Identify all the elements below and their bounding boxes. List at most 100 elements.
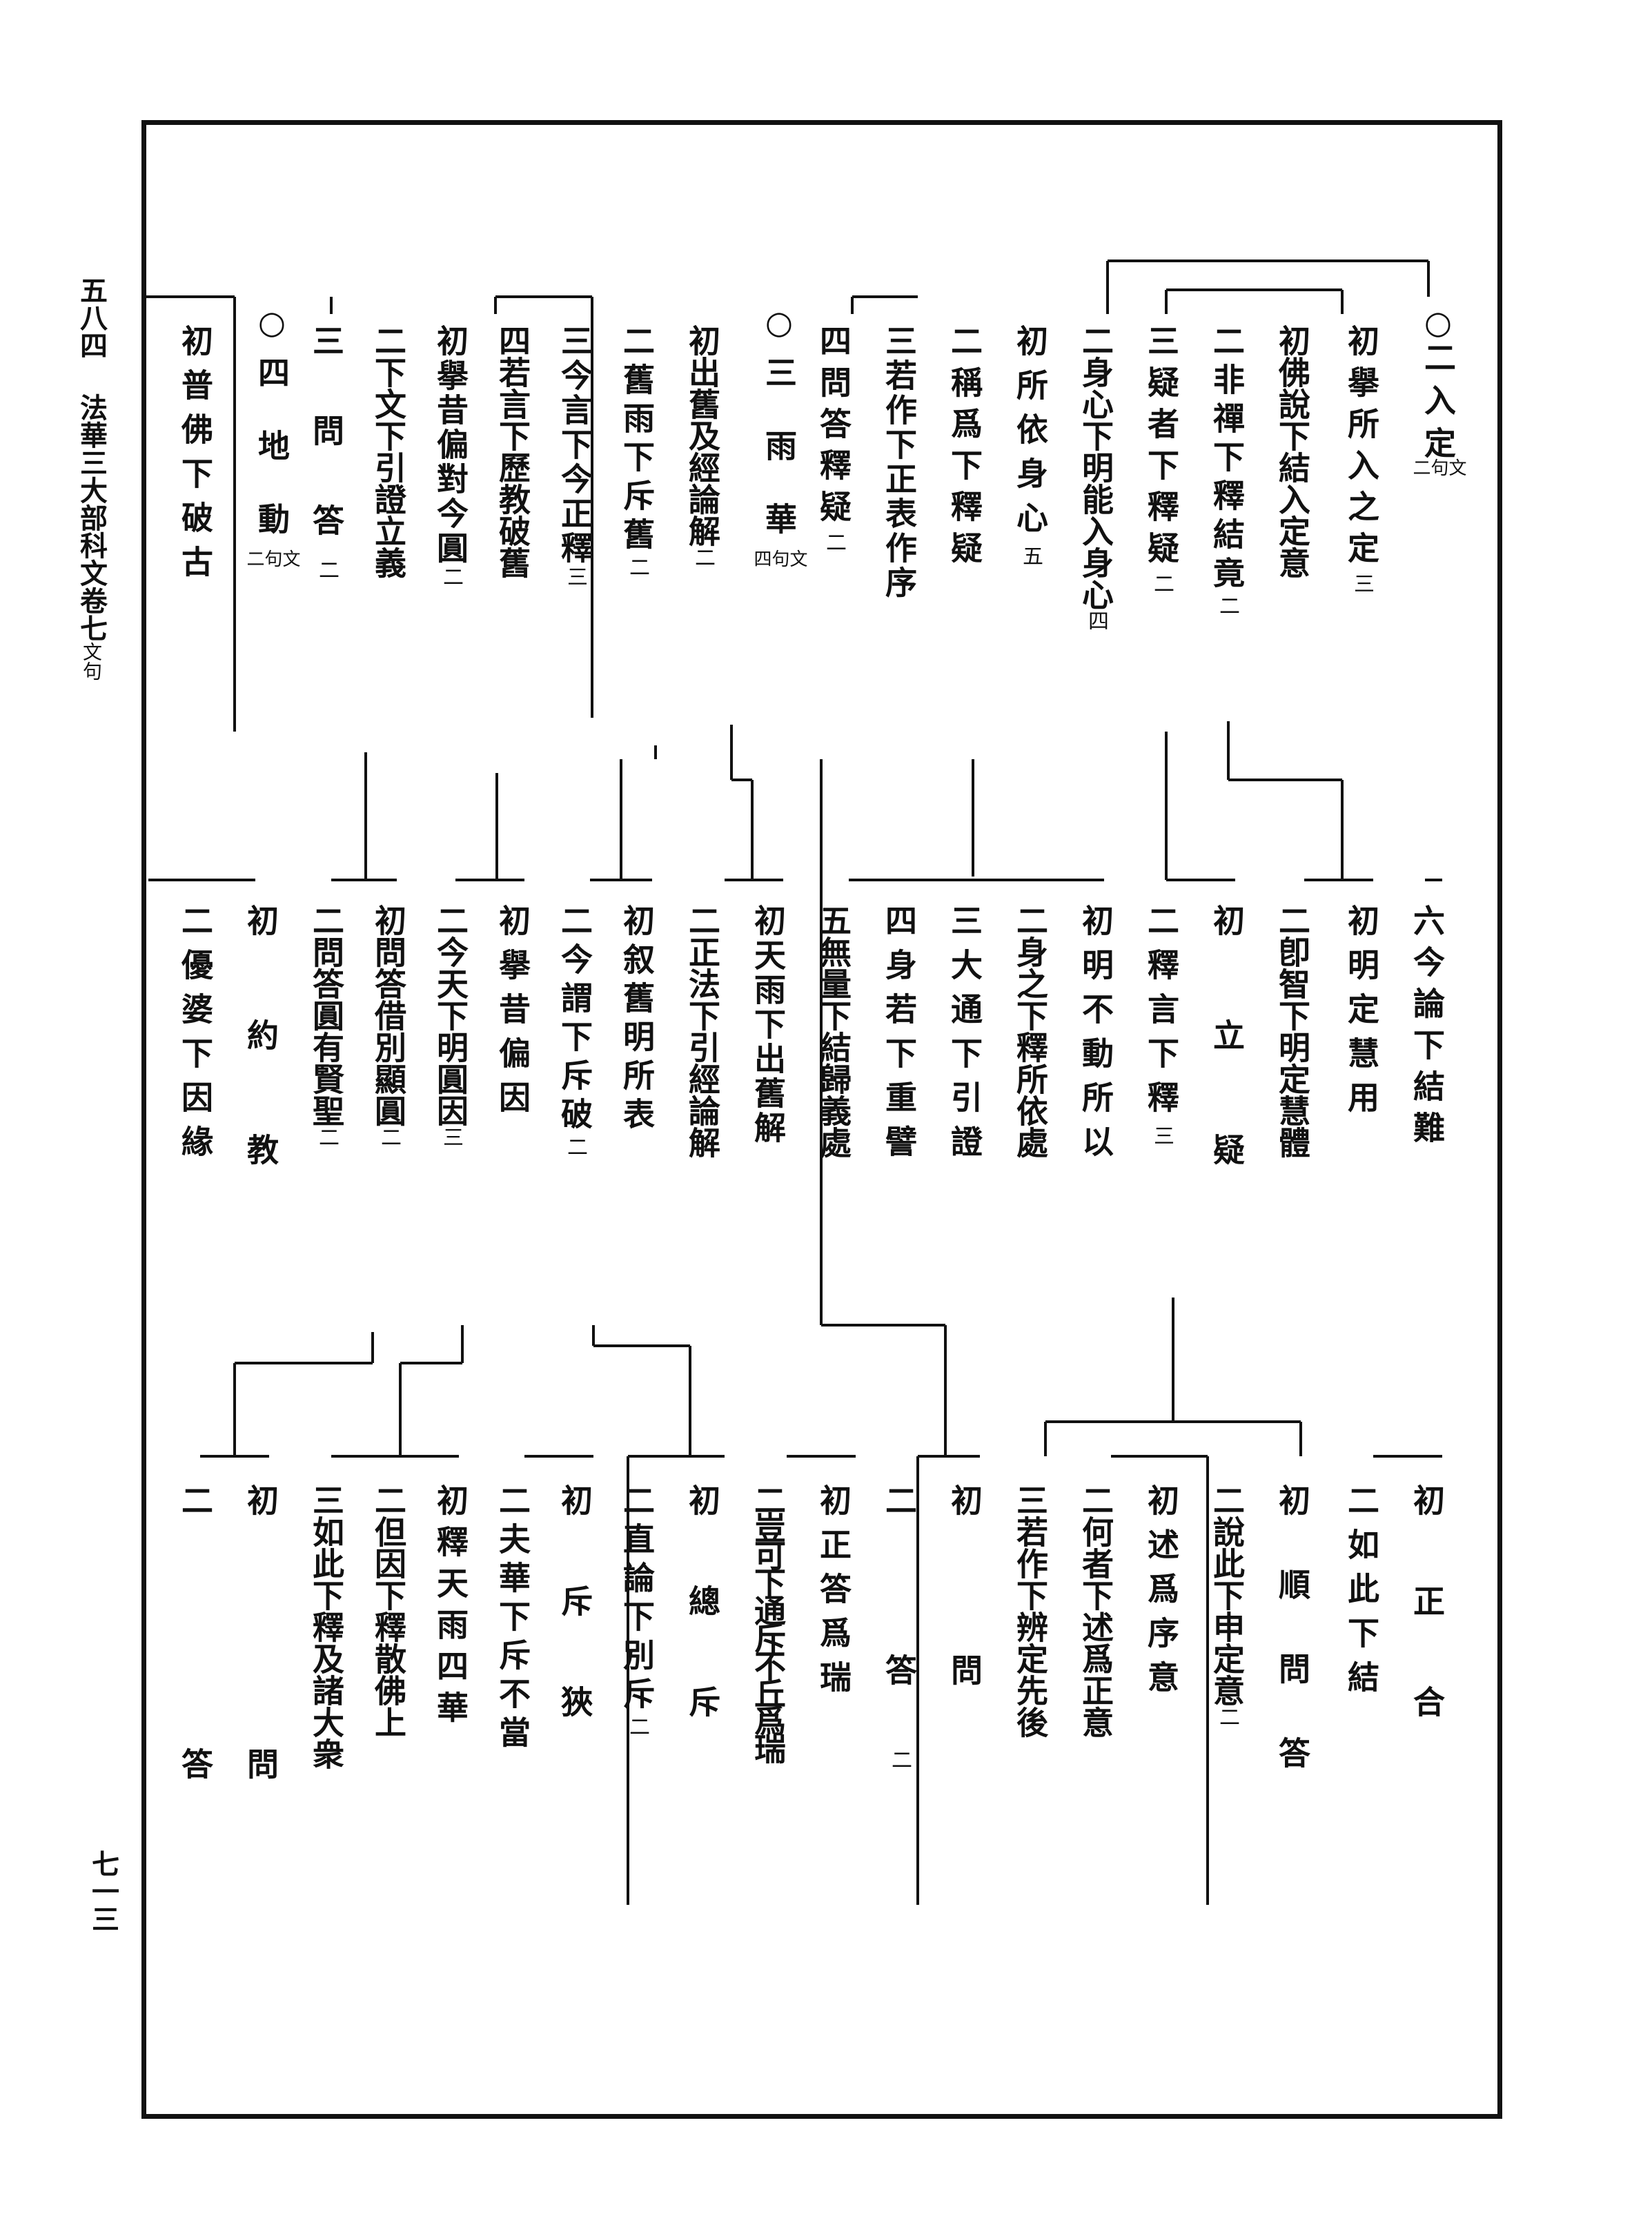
entry-column: 二說此下申定意二 (1208, 1484, 1246, 1731)
entry-text: 二下文下引證立義 (370, 324, 407, 578)
entry-column: 二稱爲下釋疑 (946, 324, 983, 573)
entry-column: 二卽智下明定慧體 (1274, 904, 1311, 1158)
entry-note: 三 (1150, 1125, 1174, 1146)
entry-column: 二身心下明能入身心四 (1077, 324, 1114, 635)
entry-text: 二優婆下因緣 (177, 904, 214, 1169)
entry-text: 三今言下今正釋 (556, 324, 593, 566)
entry-text: 初叙舊明所表 (618, 904, 656, 1136)
entry-column: 初釋天雨四華 (432, 1484, 469, 1732)
entry-text: 二身心下明能入身心 (1077, 324, 1114, 610)
entry-column: 初正答爲瑞 (815, 1484, 852, 1705)
entry-text: ○三 雨 華 (760, 304, 798, 550)
entry-text: 二豈可下通斥不丘爲瑞 (749, 1484, 787, 1760)
entry-column: 初 順 問 答 (1274, 1484, 1311, 1790)
entry-note: 二 (822, 531, 846, 552)
entry-text: 二稱爲下釋疑 (946, 324, 983, 573)
entry-note: 二 (315, 559, 339, 580)
entry-column: 二非禪下釋結竟二 (1208, 324, 1246, 620)
entry-text: 初佛說下結入定意 (1274, 324, 1311, 578)
entry-column: 初天雨下出舊解 (749, 904, 787, 1146)
entry-text: 初釋天雨四華 (432, 1484, 469, 1732)
entry-text: 三 問 答 (308, 324, 345, 560)
entry-text: 初 問 (242, 1484, 279, 1890)
entry-text: 初 問 (946, 1484, 983, 1750)
entry-column: 初 斥 狹 (556, 1484, 593, 1747)
entry-column: 三若作下辨定先後 (1012, 1484, 1049, 1738)
entry-text: 五無量下結歸義處 (815, 904, 852, 1158)
entry-text: 二如此下結 (1343, 1484, 1380, 1705)
entry-text: 初 正 合 (1408, 1484, 1446, 1747)
entry-column: 四若言下歷教破舊 (494, 324, 531, 578)
entry-column: 二夫華下斥不當 (494, 1484, 531, 1754)
entry-text: 二釋言下釋 (1143, 904, 1180, 1125)
entry-text: 二直論下別斥 (618, 1484, 656, 1716)
entry-note: 二 (625, 556, 649, 577)
entry-column: 初明不動所以 (1077, 904, 1114, 1169)
entry-column: 三若作下正表作序 (881, 324, 918, 600)
entry-column: 初擧昔偏因 (494, 904, 531, 1125)
entry-text: 二何者下述爲正意 (1077, 1484, 1114, 1738)
entry-column: 四問答釋疑二 (815, 324, 852, 556)
entry-column: 三今言下今正釋三 (556, 324, 593, 591)
entry-column: 六今論下結難 (1408, 904, 1446, 1153)
entry-note: 文句二 (1410, 458, 1466, 477)
entry-column: 初出舊及經論解二 (684, 324, 721, 571)
entry-column: 二 答 (177, 1484, 214, 1890)
entry-column: 二身之下釋所依處 (1012, 904, 1049, 1158)
entry-text: 初 順 問 答 (1274, 1484, 1311, 1790)
entry-text: 三大通下引證 (946, 904, 983, 1169)
entry-column: 初所依身心五 (1012, 324, 1049, 570)
entry-column: 初 約 教 (242, 904, 279, 1202)
entry-note: 二 (1215, 595, 1239, 616)
entry-text: 初出舊及經論解 (684, 324, 721, 547)
entry-text: 二問答圓有賢聖 (308, 904, 345, 1126)
page-frame (141, 120, 1502, 2119)
entry-text: 二 答 (177, 1484, 214, 1890)
entry-column: 二何者下述爲正意 (1077, 1484, 1114, 1738)
entry-text: 二正法下引經論解 (684, 904, 721, 1158)
book-title: 法華三大部科文卷七 (75, 393, 108, 642)
entry-text: 三如此下釋及諸大衆 (308, 1484, 345, 1770)
entry-column: 二豈可下通斥不丘爲瑞 (749, 1484, 787, 1760)
entry-note: 二 (377, 1126, 401, 1147)
entry-note: 二 (1215, 1706, 1239, 1727)
entry-text: ○二 入 定 (1419, 304, 1457, 459)
entry-text: 初擧昔偏對今圓 (432, 324, 469, 566)
entry-text: 二今謂下斥破 (556, 904, 593, 1136)
entry-column: 五無量下結歸義處 (815, 904, 852, 1158)
entry-text: 二卽智下明定慧體 (1274, 904, 1311, 1158)
entry-text: 四身若下重譬 (881, 904, 918, 1169)
entry-note: 二 (691, 547, 715, 567)
entry-column: 初擧所入之定三 (1343, 324, 1380, 598)
entry-text: 四若言下歷教破舊 (494, 324, 531, 578)
entry-text: 二說此下申定意 (1208, 1484, 1246, 1706)
entry-note: 三 (439, 1126, 463, 1147)
entry-column: 二今謂下斥破二 (556, 904, 593, 1161)
entry-column: 二如此下結 (1343, 1484, 1380, 1705)
entry-note: 二 (887, 1749, 912, 1770)
entry-text: 四問答釋疑 (815, 324, 852, 531)
entry-column: ○二 入 定文句二 (1410, 304, 1466, 479)
entry-text: 初正答爲瑞 (815, 1484, 852, 1705)
entry-column: 二優婆下因緣 (177, 904, 214, 1169)
entry-column: 初問答借別顯圓二 (370, 904, 407, 1151)
entry-text: 三疑者下釋疑 (1143, 324, 1180, 573)
entry-text: 初 總 斥 (684, 1484, 721, 1747)
entry-text: 二夫華下斥不當 (494, 1484, 531, 1754)
entry-text: 初述爲序意 (1143, 1484, 1180, 1705)
entry-text: 初明不動所以 (1077, 904, 1114, 1169)
entry-text: 初 約 教 (242, 904, 279, 1202)
entry-column: 初 問 (242, 1484, 279, 1890)
entry-column: 初 立 疑 (1208, 904, 1246, 1201)
entry-column: 三 問 答二 (308, 324, 345, 584)
entry-note: 五 (1019, 545, 1043, 566)
entry-note: 二 (1150, 573, 1174, 594)
entry-column: 初 總 斥 (684, 1484, 721, 1747)
entry-column: 二 答二 (881, 1484, 918, 1774)
entry-text: 二身之下釋所依處 (1012, 904, 1049, 1158)
entry-text: 六今論下結難 (1408, 904, 1446, 1153)
entry-column: 初叙舊明所表 (618, 904, 656, 1136)
entry-text: 初 斥 狹 (556, 1484, 593, 1747)
entry-text: 三若作下正表作序 (881, 324, 918, 600)
entry-column: 二但因下釋散佛上 (370, 1484, 407, 1738)
